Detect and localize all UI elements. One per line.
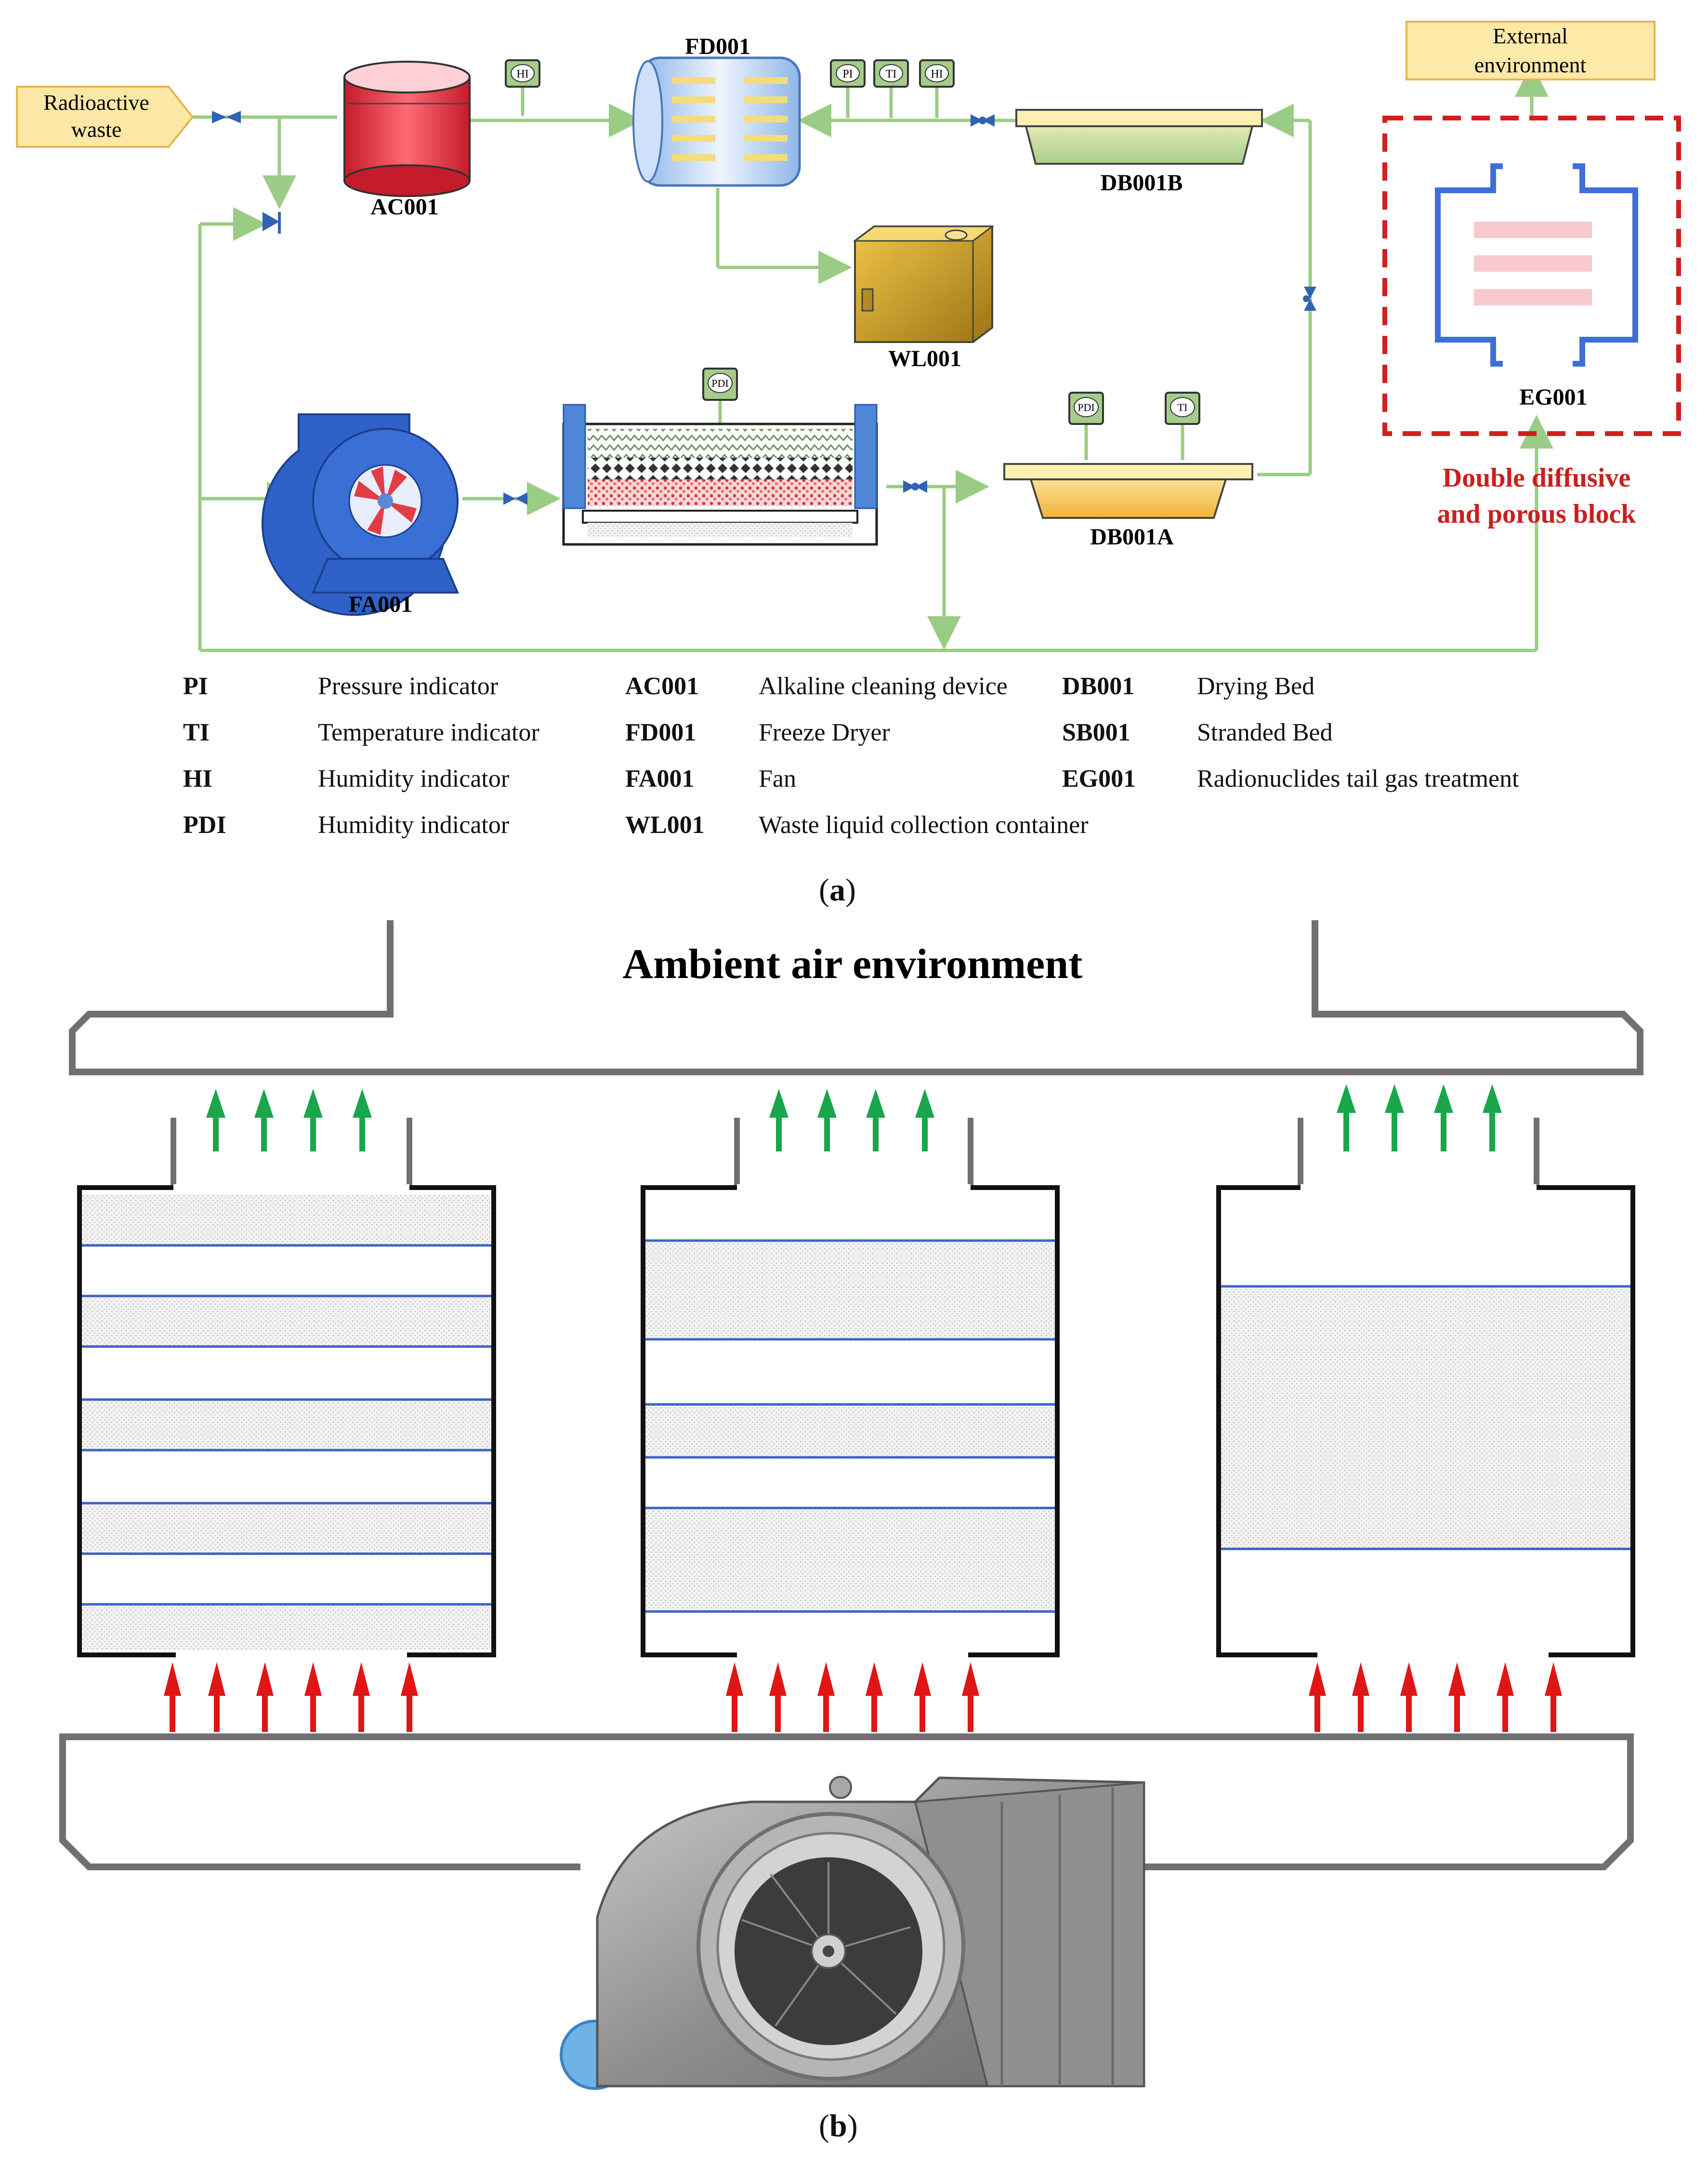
fd001-freeze-dryer: FD001	[632, 34, 801, 187]
legend-abbr-ti: TI	[183, 719, 210, 746]
legend-desc-fd001: Freeze Dryer	[759, 719, 890, 746]
fd001-label: FD001	[685, 34, 750, 59]
legend-abbr-fa001: FA001	[625, 765, 695, 793]
valve-db001b	[971, 114, 995, 127]
valve-right-riser	[1303, 287, 1316, 311]
legend-desc-pdi: Humidity indicator	[318, 811, 510, 839]
external-environment-box: External environment	[1406, 21, 1655, 80]
valve-fan-out	[503, 492, 527, 505]
legend-desc-fa001: Fan	[759, 765, 796, 793]
legend-desc-wl001: Waste liquid collection container	[759, 811, 1089, 839]
legend-abbr-ac001: AC001	[625, 673, 699, 700]
hi-fd-label: HI	[931, 68, 943, 80]
eg-block-label-2: and porous block	[1437, 499, 1637, 529]
filter-column-1	[77, 1118, 496, 1658]
legend-abbr-wl001: WL001	[625, 811, 705, 839]
legend-abbr-sb001: SB001	[1062, 719, 1130, 746]
radioactive-waste-label-2: waste	[71, 117, 122, 142]
fa001-fan: FA001	[262, 413, 460, 617]
valve-bed-out	[903, 480, 927, 493]
bottom-duct	[59, 1733, 1634, 1870]
legend-desc-sb001: Stranded Bed	[1197, 719, 1333, 746]
radioactive-waste-label-1: Radioactive	[43, 90, 149, 115]
db001a-label: DB001A	[1090, 524, 1174, 550]
inlet-air-arrows	[164, 1662, 1562, 1732]
top-duct	[69, 920, 1643, 1075]
wl001-label: WL001	[888, 346, 961, 371]
legend-abbr-hi: HI	[183, 765, 212, 793]
db001b-drying-bed: DB001B	[1015, 109, 1263, 196]
external-environment-label-2: environment	[1474, 53, 1587, 77]
hi-instrument-ac: HI	[505, 59, 540, 88]
pdi-bed-label: PDI	[711, 377, 728, 389]
valve-inlet	[212, 111, 241, 123]
fa001-label: FA001	[349, 592, 412, 617]
ti-instrument-fd: TI	[873, 59, 909, 88]
outlet-air-arrows	[206, 1084, 1502, 1151]
caption-a-letter: a	[829, 872, 845, 908]
caption-b-letter: b	[829, 2108, 847, 2143]
ac001-label: AC001	[370, 194, 438, 220]
caption-a: (a)	[819, 872, 856, 909]
eg001-label: EG001	[1519, 384, 1587, 410]
legend-desc-pi: Pressure indicator	[318, 673, 499, 700]
caption-b: (b)	[819, 2108, 858, 2144]
legend-abbr-pi: PI	[183, 673, 208, 700]
valve-check	[263, 212, 281, 234]
hi-ac-label: HI	[516, 68, 528, 80]
legend-table: PI Pressure indicator AC001 Alkaline cle…	[183, 672, 1628, 874]
legend-desc-eg001: Radionuclides tail gas treatment	[1197, 765, 1519, 793]
legend-desc-db001: Drying Bed	[1197, 673, 1315, 700]
legend-abbr-db001: DB001	[1062, 673, 1135, 700]
filter-column-2	[641, 1118, 1060, 1658]
pi-instrument-fd: PI	[830, 59, 866, 88]
pi-fd-label: PI	[842, 68, 853, 80]
legend-abbr-pdi: PDI	[183, 811, 226, 839]
eg-block-label-1: Double diffusive	[1443, 463, 1631, 493]
centrifugal-blower	[560, 1776, 1145, 2090]
db001a-drying-bed: DB001A PDI TI	[1003, 392, 1253, 550]
legend-desc-hi: Humidity indicator	[318, 765, 510, 793]
ti-db-label: TI	[1178, 401, 1188, 413]
external-environment-label-1: External	[1493, 24, 1568, 48]
ambient-air-label: Ambient air environment	[623, 941, 1083, 988]
caption-b-open: (	[819, 2108, 829, 2143]
radioactive-waste-tag: Radioactive waste	[16, 86, 194, 148]
eg001-tail-gas-treatment: EG001 Double diffusive and porous block	[1382, 116, 1681, 529]
caption-a-open: (	[819, 872, 829, 908]
caption-b-close: )	[847, 2108, 858, 2143]
pdi-db-label: PDI	[1077, 401, 1094, 413]
hi-instrument-fd: HI	[919, 59, 955, 88]
filter-column-3	[1216, 1118, 1635, 1658]
ti-fd-label: TI	[886, 68, 897, 80]
legend-abbr-fd001: FD001	[625, 719, 696, 746]
db001b-label: DB001B	[1101, 170, 1183, 196]
legend-abbr-eg001: EG001	[1062, 765, 1136, 793]
wl001-waste-liquid-container: WL001	[853, 225, 995, 371]
legend-desc-ac001: Alkaline cleaning device	[759, 673, 1008, 700]
caption-a-close: )	[845, 872, 856, 908]
legend-desc-ti: Temperature indicator	[318, 719, 539, 746]
stranded-bed: PDI	[562, 368, 878, 546]
ac001-alkaline-cleaning-device: AC001	[343, 61, 471, 220]
